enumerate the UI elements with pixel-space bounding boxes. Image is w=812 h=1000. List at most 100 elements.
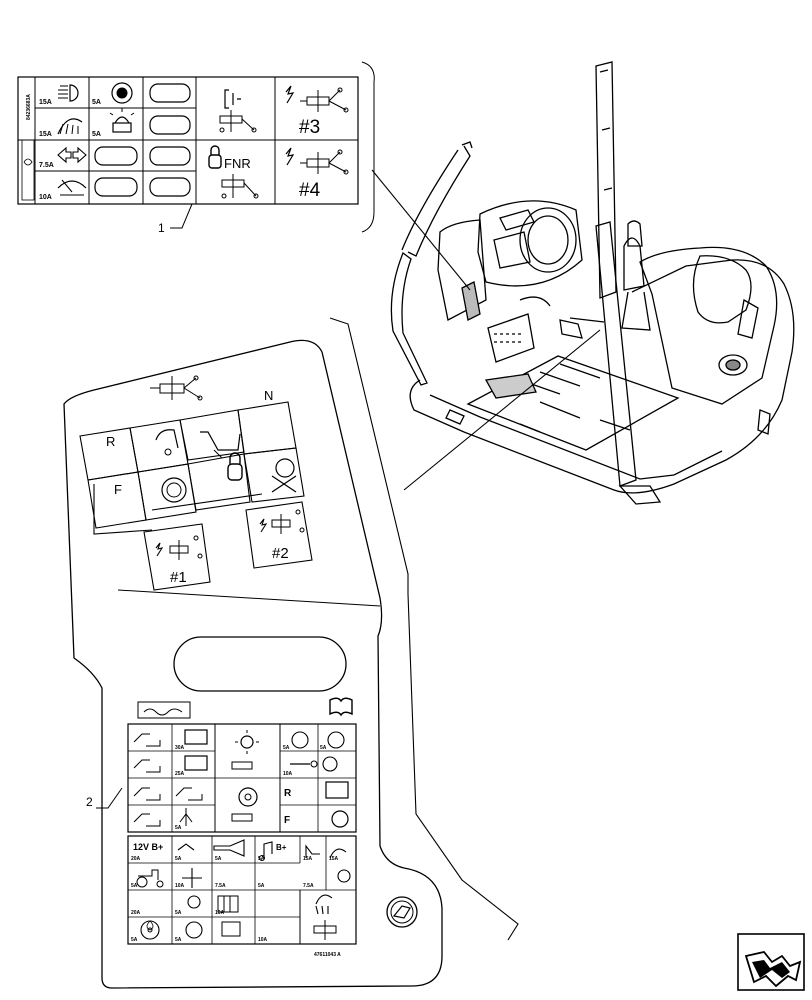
decal1-part-number: 84236683A — [26, 94, 32, 120]
gauge-icon — [291, 731, 345, 772]
fuse-rating: 7.5A — [39, 162, 54, 169]
sun-icon — [337, 869, 351, 883]
decal-2 — [63, 317, 519, 989]
fuse-rating: 20A — [131, 856, 141, 862]
arrows-icon — [182, 868, 202, 888]
fuse-rating: 10A — [39, 194, 52, 201]
lock-icon — [227, 452, 243, 481]
decal2-leader — [403, 329, 601, 491]
relay-r-label: R — [106, 434, 115, 449]
fuse-rating: 5A — [175, 825, 182, 831]
fuse-rating: 5A — [258, 883, 265, 889]
fnr-relay-icon — [221, 174, 259, 199]
relay-n-label: N — [264, 388, 273, 403]
main-relay-icon — [150, 375, 203, 401]
seat-icon — [305, 844, 320, 858]
relay-3-label: #3 — [299, 117, 320, 138]
spare-fuse-slot — [149, 146, 191, 166]
spare-fuse-slot — [94, 177, 138, 197]
relay-grid — [79, 401, 305, 535]
decal-1: 84236683A — [17, 76, 359, 205]
fuse-rating: 5A — [258, 856, 265, 862]
fuse-rating: 5A — [175, 856, 182, 862]
parking-brake-icon — [331, 810, 349, 828]
fuse-rating: 5A — [175, 937, 182, 943]
lock-icon — [208, 145, 222, 169]
park-override-icon — [271, 475, 297, 493]
tractor-icon — [136, 869, 164, 888]
relay-1-icon — [155, 535, 203, 560]
fuse-rating: 5A — [92, 99, 101, 106]
relay-2-label: #2 — [272, 545, 289, 562]
relay-f-label: F — [114, 482, 122, 497]
power-label: 12V B+ — [133, 842, 163, 852]
relay-3-icon — [285, 85, 349, 113]
fuse-rating: 5A — [131, 937, 138, 943]
callout-1: 1 — [158, 221, 165, 235]
turn-signal-icon — [57, 146, 87, 164]
key-icon — [290, 760, 318, 768]
fuse-rating: 5A — [175, 910, 182, 916]
fuse-rating: 20A — [131, 910, 141, 916]
fan-icon — [140, 920, 160, 940]
battery-icon — [184, 729, 349, 799]
callout-1-leader — [170, 203, 193, 229]
fuse-rating: 15A — [39, 99, 52, 106]
sun-icon — [187, 895, 201, 909]
hazard-indicator-icon — [111, 82, 133, 104]
fuse-puller-icon — [386, 896, 418, 928]
cab-illustration — [390, 61, 795, 505]
nav-arrow-icon — [737, 933, 805, 991]
fuse-rating: 10A — [283, 771, 293, 777]
sun-icon — [235, 730, 259, 754]
fuse-rating: 5A — [283, 745, 290, 751]
r-arrow-label: R — [284, 788, 292, 799]
decal1-leader — [371, 169, 471, 291]
steering-wheel-icon — [238, 787, 258, 807]
steering-wheel-icon — [185, 921, 203, 939]
decal2-fuse-ratings: 30A 25A 5A 10A 5A 5A 20A 5A 5A 5A 15A 15… — [131, 745, 339, 943]
decal2-fuse-area — [127, 697, 357, 945]
relay-2-icon — [259, 509, 305, 534]
fuse-rating: 10A — [215, 910, 225, 916]
grid-heater-icon — [217, 895, 241, 937]
fuse-rating: 10A — [258, 937, 268, 943]
f-arrow-label: F — [284, 815, 290, 826]
beacon-icon — [109, 108, 135, 133]
parking-brake-icon — [161, 458, 295, 503]
callout-2-leader — [96, 787, 123, 809]
headlight-icon — [58, 84, 79, 102]
fuse-rating: 7.5A — [215, 883, 226, 889]
decal2-part-number: 47611043 A — [314, 952, 341, 958]
relay-4-label: #4 — [299, 180, 321, 201]
wiper-icon — [57, 179, 87, 196]
fuse-rating: 15A — [303, 856, 313, 862]
spare-fuse-slot — [94, 146, 138, 166]
fuse-rating: 5A — [320, 745, 327, 751]
relay-small-icon — [133, 733, 253, 827]
book-icon — [329, 697, 353, 717]
relay-small-icon — [313, 920, 337, 940]
fnr-label: FNR — [224, 156, 251, 171]
fuse-rating: 30A — [175, 745, 185, 751]
spare-fuse-slot — [149, 83, 191, 103]
seat-switch-icon — [155, 429, 241, 459]
fuse-rating: 25A — [175, 771, 185, 777]
relay-4-icon — [285, 147, 349, 175]
fuse-rating: 5A — [92, 131, 101, 138]
fuse-rating: 5A — [131, 883, 138, 889]
decal2-relay-labels: R N F #1 #2 — [106, 388, 289, 586]
door-relay-icon — [219, 89, 257, 133]
decal1-fuse-ratings: 15A 5A 15A 5A 7.5A 10A — [39, 99, 101, 201]
relay-1-label: #1 — [170, 569, 187, 586]
fuse-rating: 10A — [175, 883, 185, 889]
fuse-rating: 15A — [329, 856, 339, 862]
spare-fuse-slot — [149, 115, 191, 135]
horn-icon — [213, 839, 245, 857]
fuse-rating: 5A — [215, 856, 222, 862]
worklight-icon — [57, 118, 83, 135]
callout-2: 2 — [86, 795, 93, 809]
fuse-rating: 15A — [39, 131, 52, 138]
music-note-icon — [259, 841, 273, 861]
